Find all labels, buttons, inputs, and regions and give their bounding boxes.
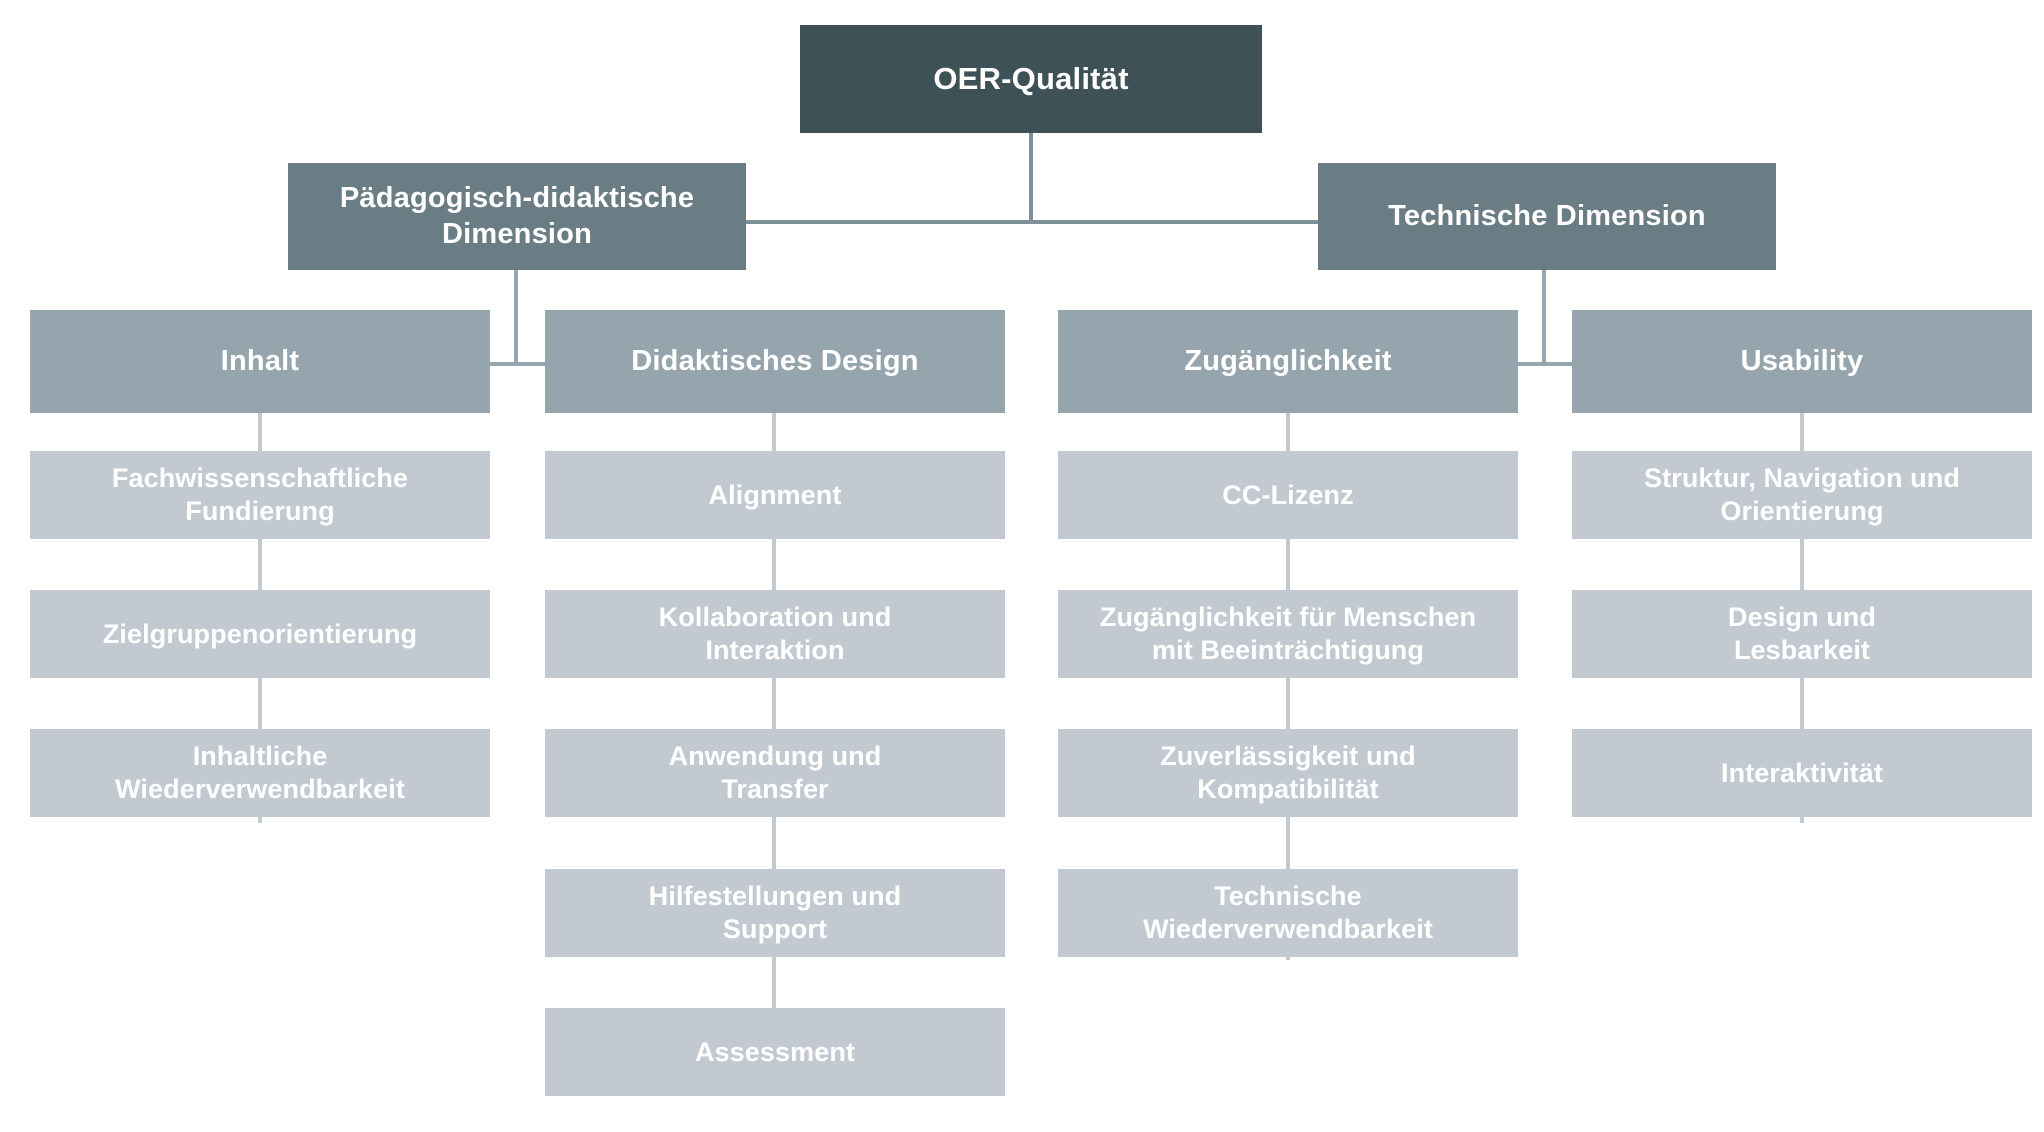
connector-technical-category-bus	[1518, 362, 1574, 366]
node-leaf-usability-3[interactable]: Interaktivität	[1572, 729, 2032, 817]
node-leaf-didaktisches-design-3[interactable]: Anwendung und Transfer	[545, 729, 1005, 817]
node-leaf-usability-2[interactable]: Design und Lesbarkeit	[1572, 590, 2032, 678]
node-category-zugaenglichkeit[interactable]: Zugänglichkeit	[1058, 310, 1518, 413]
connector-pedagogic-vertical	[514, 270, 518, 364]
node-leaf-zugaenglichkeit-3[interactable]: Zuverlässigkeit und Kompatibilität	[1058, 729, 1518, 817]
node-leaf-zugaenglichkeit-4[interactable]: Technische Wiederverwendbarkeit	[1058, 869, 1518, 957]
node-leaf-didaktisches-design-2[interactable]: Kollaboration und Interaktion	[545, 590, 1005, 678]
node-leaf-zugaenglichkeit-2[interactable]: Zugänglichkeit für Menschen mit Beeinträ…	[1058, 590, 1518, 678]
node-leaf-inhalt-3[interactable]: Inhaltliche Wiederverwendbarkeit	[30, 729, 490, 817]
node-root-oer-qualitaet[interactable]: OER-Qualität	[800, 25, 1262, 133]
node-leaf-usability-1[interactable]: Struktur, Navigation und Orientierung	[1572, 451, 2032, 539]
node-leaf-zugaenglichkeit-1[interactable]: CC-Lizenz	[1058, 451, 1518, 539]
connector-technical-vertical	[1542, 270, 1546, 364]
connector-dimension-bus	[745, 220, 1319, 224]
node-leaf-didaktisches-design-5[interactable]: Assessment	[545, 1008, 1005, 1096]
connector-pedagogic-category-bus	[490, 362, 546, 366]
node-dimension-paedagogisch-didaktisch[interactable]: Pädagogisch-didaktische Dimension	[288, 163, 746, 270]
connector-root-vertical	[1029, 133, 1033, 222]
node-leaf-didaktisches-design-1[interactable]: Alignment	[545, 451, 1005, 539]
node-dimension-technisch[interactable]: Technische Dimension	[1318, 163, 1776, 270]
node-category-usability[interactable]: Usability	[1572, 310, 2032, 413]
connector-spine-zugaenglichkeit	[1286, 413, 1290, 960]
node-category-didaktisches-design[interactable]: Didaktisches Design	[545, 310, 1005, 413]
node-leaf-didaktisches-design-4[interactable]: Hilfestellungen und Support	[545, 869, 1005, 957]
node-leaf-inhalt-2[interactable]: Zielgruppenorientierung	[30, 590, 490, 678]
node-category-inhalt[interactable]: Inhalt	[30, 310, 490, 413]
node-leaf-inhalt-1[interactable]: Fachwissenschaftliche Fundierung	[30, 451, 490, 539]
